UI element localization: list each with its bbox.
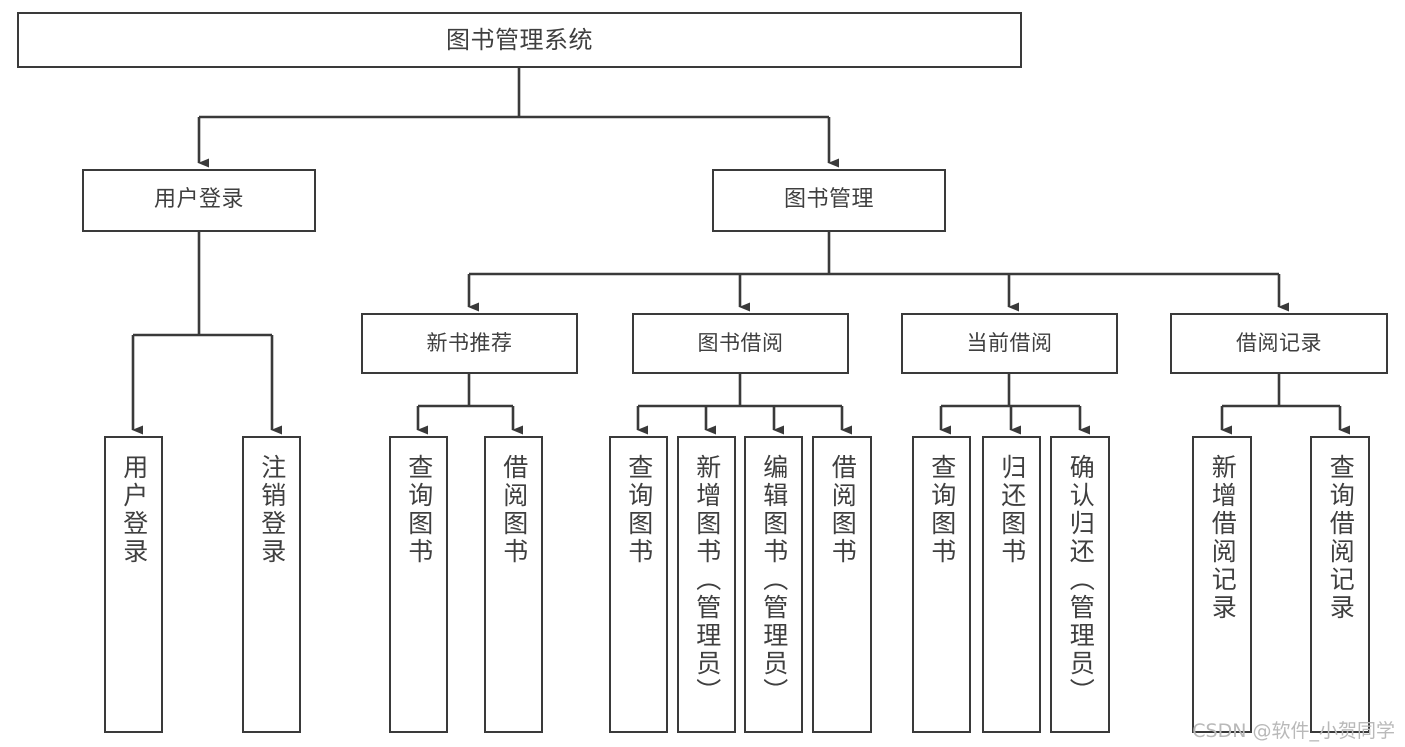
node-leaf-rec-borrow-label: 借阅图书 — [499, 454, 529, 566]
node-leaf-logout[interactable]: 注销登录 — [242, 436, 301, 733]
node-leaf-cb-query-label: 查询图书 — [927, 454, 957, 566]
node-leaf-user-login[interactable]: 用户登录 — [104, 436, 163, 733]
node-user-login[interactable]: 用户登录 — [82, 169, 316, 232]
node-leaf-cb-return-label: 归还图书 — [997, 454, 1027, 566]
node-new-book-rec-label: 新书推荐 — [426, 330, 513, 355]
node-leaf-br-query-label: 查询借阅记录 — [1326, 454, 1356, 622]
node-current-borrow[interactable]: 当前借阅 — [901, 313, 1118, 374]
node-leaf-bb-add-label: 新增图书（管理员） — [692, 454, 722, 706]
node-leaf-bb-edit-label: 编辑图书（管理员） — [759, 454, 789, 706]
watermark: CSDN @软件_小贺同学 — [1192, 720, 1395, 742]
node-leaf-bb-edit[interactable]: 编辑图书（管理员） — [744, 436, 803, 733]
node-root[interactable]: 图书管理系统 — [17, 12, 1022, 68]
node-leaf-bb-borrow-label: 借阅图书 — [828, 454, 858, 566]
node-leaf-br-add[interactable]: 新增借阅记录 — [1192, 436, 1252, 733]
node-leaf-rec-query[interactable]: 查询图书 — [389, 436, 448, 733]
node-user-login-label: 用户登录 — [153, 187, 244, 213]
node-leaf-logout-label: 注销登录 — [257, 454, 287, 566]
node-leaf-bb-query[interactable]: 查询图书 — [609, 436, 668, 733]
node-root-label: 图书管理系统 — [446, 25, 593, 54]
node-leaf-bb-borrow[interactable]: 借阅图书 — [812, 436, 872, 733]
node-leaf-br-query[interactable]: 查询借阅记录 — [1310, 436, 1370, 733]
node-leaf-cb-confirm[interactable]: 确认归还（管理员） — [1050, 436, 1110, 733]
node-book-manage[interactable]: 图书管理 — [712, 169, 946, 232]
node-borrow-record-label: 借阅记录 — [1236, 330, 1322, 355]
node-borrow-record[interactable]: 借阅记录 — [1170, 313, 1388, 374]
node-leaf-rec-borrow[interactable]: 借阅图书 — [484, 436, 543, 733]
node-new-book-rec[interactable]: 新书推荐 — [361, 313, 578, 374]
node-leaf-cb-query[interactable]: 查询图书 — [912, 436, 971, 733]
node-leaf-cb-confirm-label: 确认归还（管理员） — [1066, 454, 1096, 706]
node-leaf-bb-query-label: 查询图书 — [624, 454, 654, 566]
node-book-manage-label: 图书管理 — [783, 187, 874, 213]
node-leaf-rec-query-label: 查询图书 — [404, 454, 434, 566]
node-book-borrow-label: 图书借阅 — [697, 330, 784, 355]
node-current-borrow-label: 当前借阅 — [966, 330, 1053, 355]
node-leaf-cb-return[interactable]: 归还图书 — [982, 436, 1041, 733]
node-leaf-user-login-label: 用户登录 — [119, 454, 149, 566]
node-leaf-bb-add[interactable]: 新增图书（管理员） — [677, 436, 736, 733]
node-leaf-br-add-label: 新增借阅记录 — [1208, 454, 1238, 622]
node-book-borrow[interactable]: 图书借阅 — [632, 313, 849, 374]
